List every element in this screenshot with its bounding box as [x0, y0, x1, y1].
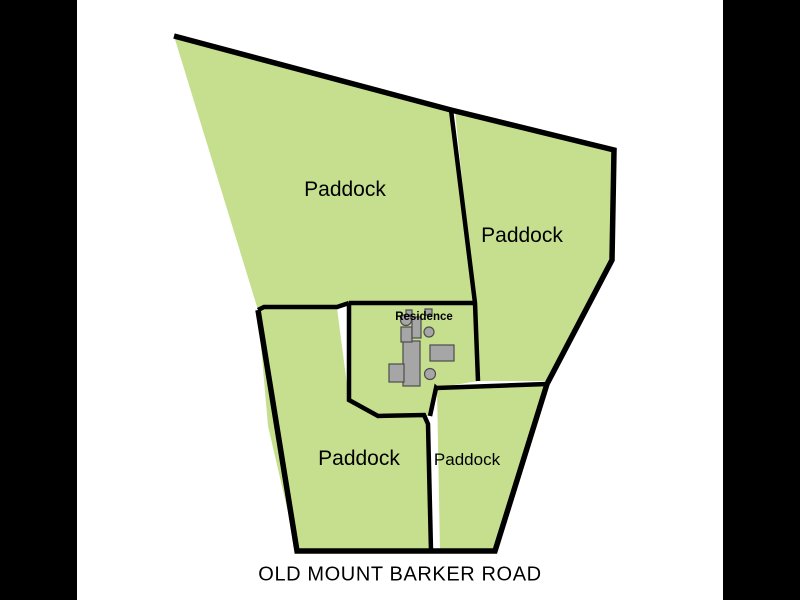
building-post-north-east: [424, 308, 433, 316]
parcel-paddock-north-west: [174, 36, 475, 310]
boundary-line: [173, 33, 617, 554]
building-tank-north: [399, 313, 413, 327]
boundary-line-group: [173, 33, 617, 554]
building-shed-west-lower: [388, 363, 405, 383]
building-shed-north-upper: [400, 326, 413, 343]
building-group: [388, 308, 455, 387]
building-shed-east-barn: [429, 344, 455, 362]
boundary-line: [346, 303, 434, 552]
boundary-line: [435, 381, 548, 391]
building-house-main: [402, 340, 421, 387]
building-tank-middle: [423, 326, 435, 338]
parcel-paddock-north-east: [455, 111, 614, 381]
building-tank-south: [423, 367, 437, 381]
building-shed-tall-narrow: [411, 316, 422, 339]
letterbox-right: [723, 0, 800, 600]
boundary-line: [256, 300, 350, 313]
parcel-paddock-south-west: [258, 308, 431, 551]
parcel-paddock-south-east: [437, 384, 547, 551]
parcel-fill-group: [174, 36, 614, 551]
letterbox-left: [0, 0, 77, 600]
